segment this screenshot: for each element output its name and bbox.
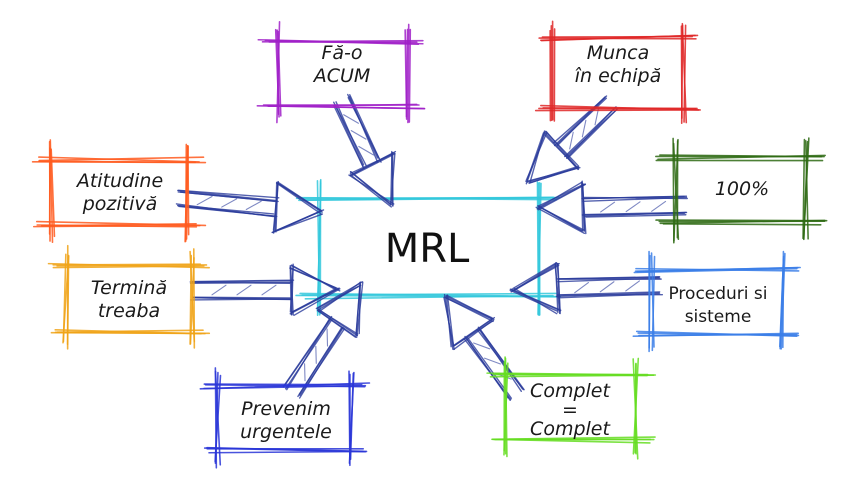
- center-label-mrl: MRL: [384, 226, 470, 272]
- arrow-from-atitudine-pozitiva: [175, 180, 325, 234]
- arrow-from-munca-in-echipa: [525, 95, 619, 185]
- node-box-termina-treaba: [47, 244, 211, 350]
- node-box-munca-in-echipa: [534, 20, 701, 125]
- center-box: [295, 178, 562, 316]
- arrow-from-termina-treaba: [189, 263, 341, 317]
- node-box-proceduri-si-sisteme: [632, 250, 801, 353]
- arrow-from-100-percent: [535, 180, 688, 235]
- node-box-complet-complet: [486, 356, 657, 460]
- arrow-from-prevenim-urgentele: [282, 281, 364, 399]
- node-label-complet-complet: Complet=Complet: [530, 380, 610, 440]
- node-box-atitudine-pozitiva: [31, 139, 207, 243]
- node-box-prevenim-urgentele: [199, 367, 371, 469]
- node-box-100-percent: [655, 137, 828, 244]
- node-box-fa-o-acum: [256, 20, 426, 124]
- arrow-from-fa-o-acum: [333, 93, 397, 208]
- arrow-from-proceduri-si-sisteme: [509, 262, 664, 315]
- node-label-100-percent: 100%: [714, 178, 770, 200]
